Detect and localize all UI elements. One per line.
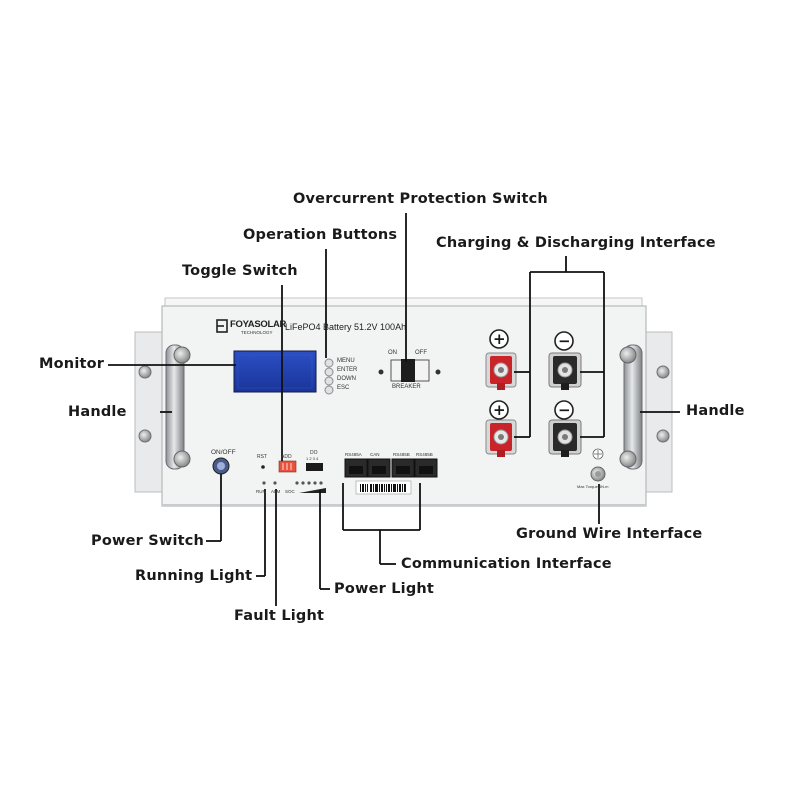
handle-right-icon <box>619 344 643 470</box>
rst-button[interactable] <box>261 465 265 469</box>
soc-led <box>295 481 299 485</box>
alm-label: ALM <box>271 489 281 494</box>
breaker-on-label: ON <box>388 350 397 356</box>
positive-terminal-bottom[interactable] <box>485 419 517 457</box>
plus-symbol-top: + <box>493 330 506 348</box>
breaker-label: BREAKER <box>392 384 421 390</box>
do-label: DO <box>310 450 318 456</box>
label-fault-light: Fault Light <box>234 608 325 624</box>
breaker-switch[interactable] <box>378 359 441 382</box>
down-button[interactable] <box>324 376 334 386</box>
soc-led <box>319 481 323 485</box>
monitor-screen <box>233 350 317 393</box>
power-switch-text: ON/OFF <box>211 449 236 456</box>
minus-symbol-bottom: − <box>558 401 571 419</box>
run-led <box>262 481 266 485</box>
label-power-light: Power Light <box>334 581 435 597</box>
plus-symbol-bottom: + <box>493 401 506 419</box>
label-communication-interface: Communication Interface <box>401 556 612 572</box>
label-overcurrent-protection-switch: Overcurrent Protection Switch <box>293 191 548 207</box>
plus-icon <box>489 329 509 349</box>
add-label: ADD <box>281 454 292 460</box>
minus-icon <box>554 400 574 420</box>
ground-torque-note: Max Torque 5N.m <box>577 484 609 489</box>
minus-symbol-top: − <box>558 332 571 350</box>
brand-name: FOYASOLAR <box>230 319 287 330</box>
rs485a-label: RS485A <box>345 452 362 457</box>
menu-button-label: MENU <box>337 358 355 364</box>
ground-terminal[interactable] <box>590 448 606 482</box>
esc-button-label: ESC <box>337 385 350 391</box>
soc-led <box>301 481 305 485</box>
esc-button[interactable] <box>324 385 334 395</box>
rs485b-label: RS485B <box>393 452 410 457</box>
brand-logo-icon <box>216 319 228 333</box>
soc-led <box>307 481 311 485</box>
screw-icon <box>138 429 152 443</box>
label-running-light: Running Light <box>135 568 253 584</box>
label-operation-buttons: Operation Buttons <box>243 227 398 243</box>
rs485b2-label: RS485B <box>416 452 433 457</box>
negative-terminal-bottom[interactable] <box>548 419 582 457</box>
positive-terminal-top[interactable] <box>485 352 517 390</box>
rst-label: RST <box>257 454 267 460</box>
plus-icon <box>489 400 509 420</box>
power-switch-knob[interactable] <box>212 457 230 475</box>
soc-label: SOC <box>285 489 295 494</box>
screw-icon <box>138 365 152 379</box>
menu-button[interactable] <box>324 358 334 368</box>
down-button-label: DOWN <box>337 376 356 382</box>
label-power-switch: Power Switch <box>91 533 205 549</box>
label-ground-wire-interface: Ground Wire Interface <box>516 526 703 542</box>
alm-led <box>273 481 277 485</box>
callout-lines <box>108 213 680 606</box>
label-monitor: Monitor <box>39 356 105 372</box>
barcode-label <box>355 480 412 495</box>
brand-subtitle: TECHNOLOGY <box>241 330 273 335</box>
label-handle-right: Handle <box>686 403 745 419</box>
breaker-off-label: OFF <box>415 350 427 356</box>
enter-button[interactable] <box>324 367 334 377</box>
do-port[interactable] <box>306 463 323 471</box>
label-handle-left: Handle <box>68 404 127 420</box>
rs485b-ports[interactable] <box>391 458 438 478</box>
label-toggle-switch: Toggle Switch <box>182 263 298 279</box>
enter-button-label: ENTER <box>337 367 358 373</box>
minus-icon <box>554 331 574 351</box>
can-label: CAN <box>370 452 380 457</box>
negative-terminal-top[interactable] <box>548 352 582 390</box>
do-pins: 1 2 3 4 <box>306 456 319 461</box>
run-label: RUN <box>256 489 266 494</box>
rs485a-can-ports[interactable] <box>344 458 391 478</box>
handle-left-icon <box>165 344 191 470</box>
soc-led <box>313 481 317 485</box>
screw-icon <box>656 365 670 379</box>
label-charging-discharging-interface: Charging & Discharging Interface <box>436 235 716 251</box>
add-dip-switch[interactable] <box>278 460 297 473</box>
screw-icon <box>656 429 670 443</box>
model-label: LiFePO4 Battery 51.2V 100Ah <box>285 322 407 332</box>
